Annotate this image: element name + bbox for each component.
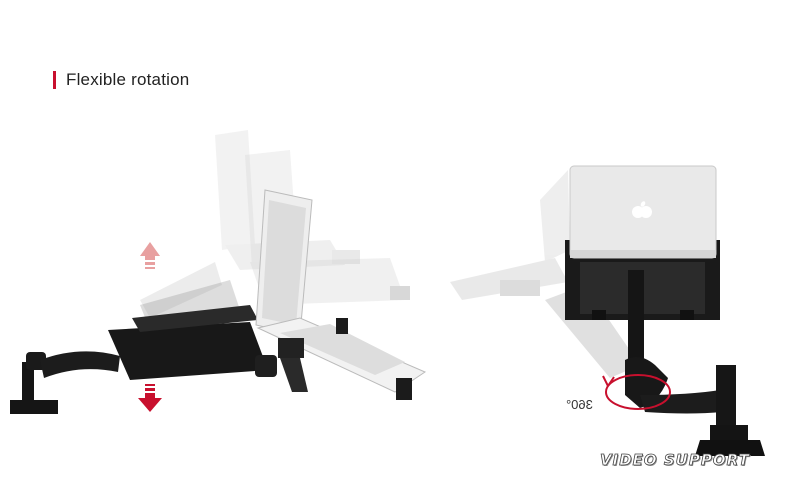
arrow-down-icon <box>138 384 162 412</box>
accent-bar <box>53 71 56 89</box>
watermark-text: VIDEO SUPPORT <box>600 451 750 470</box>
arrow-up-icon <box>140 242 160 269</box>
rotation-indicator-icon <box>602 374 671 410</box>
left-monitor-arm <box>10 305 277 414</box>
section-header: Flexible rotation <box>53 69 189 91</box>
left-laptop <box>255 189 427 400</box>
apple-logo-icon <box>632 201 652 218</box>
section-title: Flexible rotation <box>66 70 190 89</box>
rotation-label: 360° <box>566 397 593 412</box>
